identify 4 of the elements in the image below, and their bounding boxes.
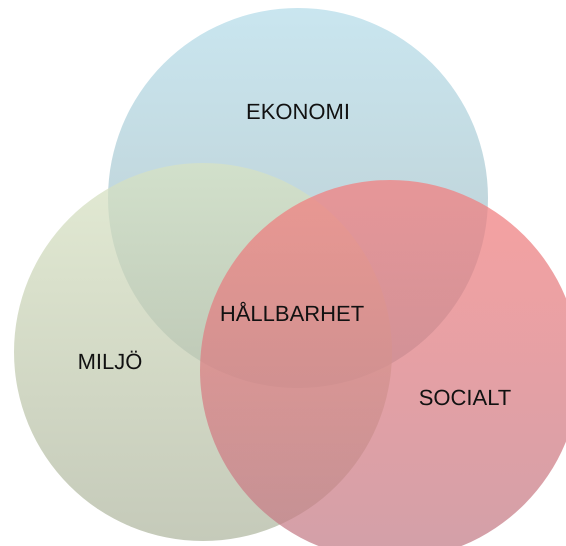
circle-label: EKONOMI [246, 99, 350, 125]
circle-label: MILJÖ [78, 349, 142, 375]
center-label: HÅLLBARHET [220, 301, 364, 327]
circle-label: SOCIALT [418, 385, 512, 411]
